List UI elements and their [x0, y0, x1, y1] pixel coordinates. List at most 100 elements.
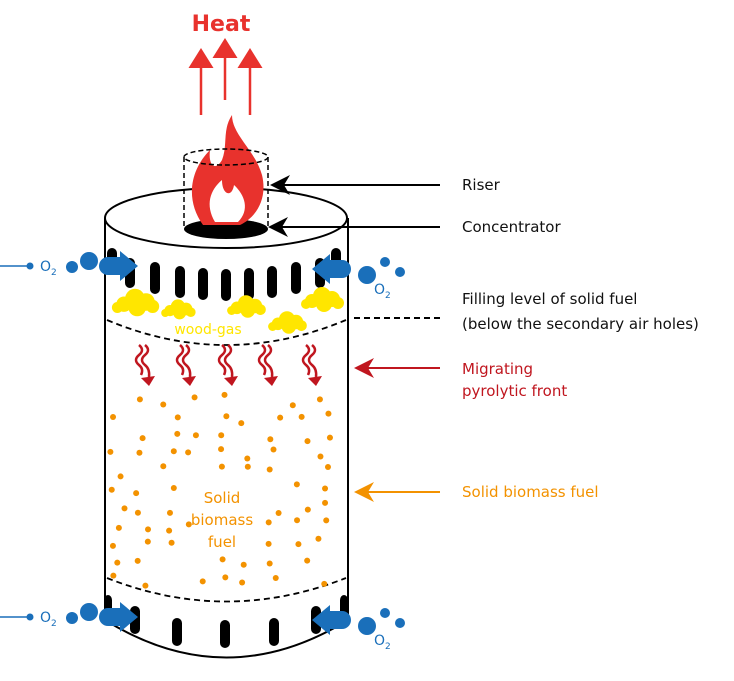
- biomass-particle: [238, 420, 245, 427]
- biomass-particle: [160, 401, 167, 408]
- flame-icon: [191, 115, 264, 225]
- air-hole: [244, 268, 254, 300]
- biomass-particle: [239, 579, 246, 586]
- filling-level-line: [106, 319, 347, 346]
- biomass-particle: [218, 463, 225, 470]
- wood-gas-cloud-icon: [301, 287, 344, 312]
- biomass-particles: [107, 391, 333, 589]
- biomass-particle: [240, 561, 247, 568]
- wood-gas-cloud-icon: [161, 299, 196, 320]
- biomass-particle: [110, 572, 117, 579]
- biomass-particle: [133, 490, 140, 497]
- biomass-particle: [192, 432, 199, 439]
- biomass-particle: [185, 449, 192, 456]
- oxygen-molecule-icon: [26, 613, 34, 621]
- oxygen-molecule-icon: [358, 617, 376, 635]
- biomass-particle: [304, 557, 311, 564]
- oxygen-molecule-icon: [80, 603, 98, 621]
- air-hole: [267, 266, 277, 298]
- air-hole: [291, 262, 301, 294]
- biomass-particle: [109, 542, 116, 549]
- biomass-particle: [221, 391, 228, 398]
- biomass-particle: [174, 430, 181, 437]
- biomass-particle: [145, 526, 152, 533]
- biomass-particle: [136, 396, 143, 403]
- bottom-grate-line: [106, 577, 347, 603]
- biomass-particle: [289, 402, 296, 409]
- biomass-particle: [265, 519, 272, 526]
- biomass-particle: [218, 446, 225, 453]
- oxygen-molecule-icon: [358, 266, 376, 284]
- biomass-particle: [304, 438, 311, 445]
- wood-gas-clouds: [111, 287, 344, 334]
- biomass-particle: [323, 517, 330, 524]
- biomass-particle: [160, 463, 167, 470]
- riser: [183, 148, 269, 228]
- biomass-particle: [272, 575, 279, 582]
- pyrolytic-front: [134, 344, 322, 386]
- biomass-particle: [185, 521, 192, 528]
- heat-wave-arrow-icon: [301, 344, 322, 386]
- air-inflow-arrow-icon: [312, 605, 351, 635]
- heat-title: Heat: [192, 12, 251, 37]
- air-hole: [220, 620, 230, 648]
- heat-wave-arrow-icon: [217, 344, 238, 386]
- filling-level-label: Filling level of solid fuel: [462, 290, 637, 308]
- oxygen-molecule-icon: [80, 252, 98, 270]
- biomass-particle: [295, 541, 302, 548]
- heat-arrows: [188, 38, 263, 115]
- biomass-particle: [166, 527, 173, 534]
- oxygen-molecule-icon: [26, 262, 34, 270]
- biomass-particle: [267, 436, 274, 443]
- biomass-particle: [136, 449, 143, 456]
- heat-wave-arrow-icon: [175, 344, 196, 386]
- biomass-particle: [121, 505, 128, 512]
- oxygen-label: O2: [40, 610, 57, 629]
- biomass-particle: [304, 506, 311, 513]
- oxygen-molecule-icon: [380, 608, 390, 618]
- air-hole: [172, 618, 182, 646]
- biomass-particle: [219, 556, 226, 563]
- biomass-particle: [322, 485, 329, 492]
- biomass-particle: [277, 414, 284, 421]
- oxygen-molecule-icon: [66, 612, 78, 624]
- solid-biomass-fuel-label: Solid biomass fuel: [191, 489, 253, 551]
- oxygen-molecule-icon: [66, 261, 78, 273]
- biomass-particle: [298, 413, 305, 420]
- biomass-particle: [294, 517, 301, 524]
- biomass-particle: [191, 394, 198, 401]
- biomass-particle: [110, 414, 117, 421]
- biomass-particle: [317, 453, 324, 460]
- biomass-particle: [244, 455, 251, 462]
- biomass-particle: [275, 509, 282, 516]
- biomass-particle: [325, 410, 332, 417]
- biomass-particle: [316, 396, 323, 403]
- riser-label: Riser: [462, 176, 501, 194]
- migrating-label: Migrating: [462, 360, 533, 378]
- biomass-particle: [115, 524, 122, 531]
- biomass-particle: [170, 485, 177, 492]
- wood-gas-label: wood-gas: [174, 322, 241, 338]
- biomass-particle: [134, 509, 141, 516]
- biomass-particle: [315, 535, 322, 542]
- biomass-particle: [266, 466, 273, 473]
- air-hole: [221, 269, 231, 301]
- air-inflow-arrow-icon: [99, 251, 138, 281]
- biomass-particle: [168, 539, 175, 546]
- biomass-particle: [199, 578, 206, 585]
- biomass-particle: [266, 560, 273, 567]
- air-inflow-arrow-icon: [99, 602, 138, 632]
- air-hole: [269, 618, 279, 646]
- biomass-particle: [107, 448, 114, 455]
- biomass-particle: [326, 434, 333, 441]
- migrating-label: pyrolytic front: [462, 382, 567, 400]
- wood-gas-cloud-icon: [227, 295, 266, 318]
- biomass-particle: [174, 414, 181, 421]
- oxygen-molecule-icon: [380, 257, 390, 267]
- air-hole: [175, 266, 185, 298]
- biomass-particle: [170, 448, 177, 455]
- heat-wave-arrow-icon: [134, 344, 155, 386]
- biomass-particle: [166, 509, 173, 516]
